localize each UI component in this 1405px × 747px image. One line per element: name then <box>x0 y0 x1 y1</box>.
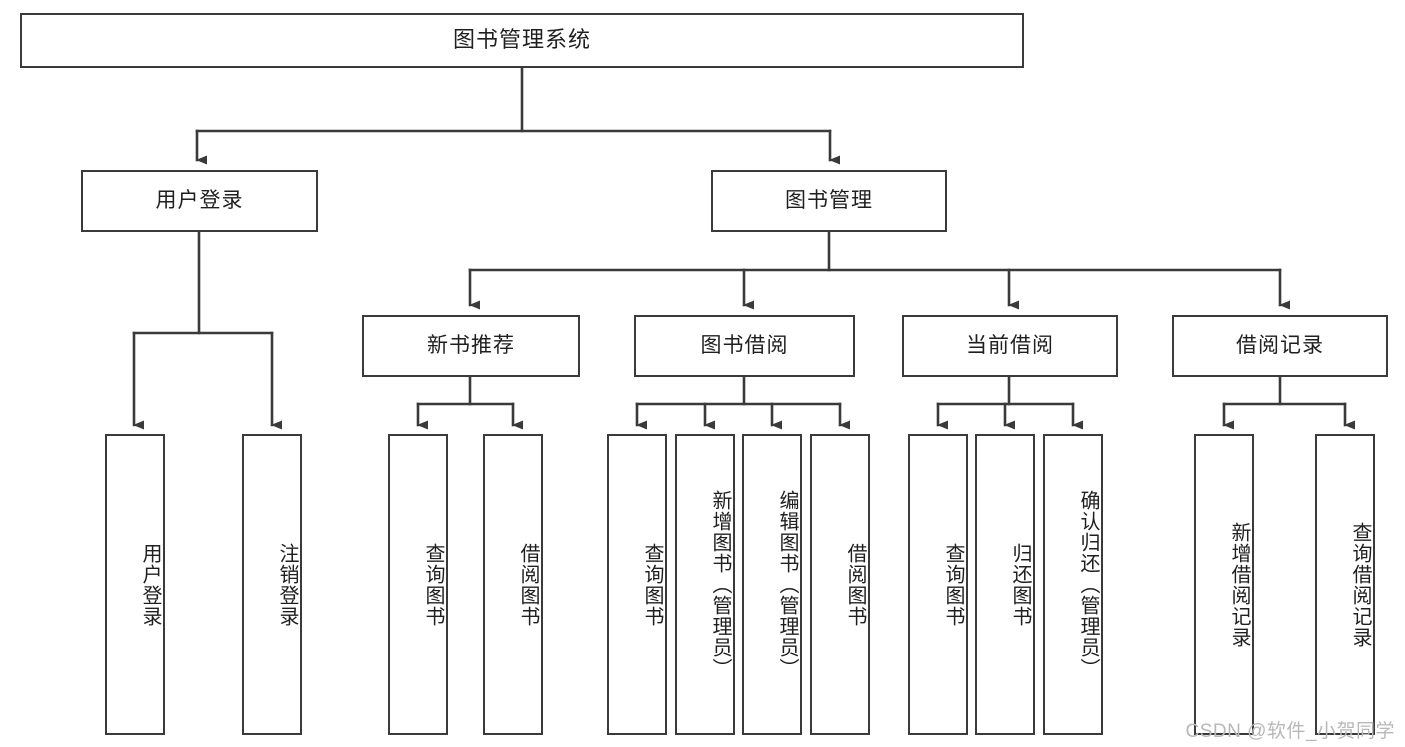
node-book-management[interactable]: 图书管理 <box>711 170 947 232</box>
node-user-login-label: 用户登录 <box>155 189 244 213</box>
node-leaf-query-record-label: 查询借阅记录 <box>1349 521 1371 648</box>
node-leaf-user-login-label: 用户登录 <box>139 542 161 627</box>
node-book-borrow[interactable]: 图书借阅 <box>634 315 855 377</box>
node-leaf-query-book-3[interactable]: 查询图书 <box>908 434 968 735</box>
node-book-borrow-label: 图书借阅 <box>700 334 789 358</box>
node-new-book-recommend-label: 新书推荐 <box>427 334 515 358</box>
node-leaf-query-book-2[interactable]: 查询图书 <box>607 434 667 735</box>
node-new-book-recommend[interactable]: 新书推荐 <box>362 315 580 377</box>
node-leaf-borrow-book-2[interactable]: 借阅图书 <box>810 434 870 735</box>
node-leaf-confirm-return[interactable]: 确认归还（管理员） <box>1043 434 1103 735</box>
node-user-login[interactable]: 用户登录 <box>81 170 318 232</box>
node-leaf-add-book-label: 新增图书（管理员） <box>709 490 731 679</box>
node-current-borrow[interactable]: 当前借阅 <box>902 315 1118 377</box>
node-leaf-add-record[interactable]: 新增借阅记录 <box>1194 434 1254 735</box>
node-borrow-record-label: 借阅记录 <box>1236 334 1324 358</box>
node-leaf-confirm-return-label: 确认归还（管理员） <box>1077 490 1099 679</box>
node-leaf-edit-book[interactable]: 编辑图书（管理员） <box>742 434 802 735</box>
node-leaf-add-book[interactable]: 新增图书（管理员） <box>675 434 735 735</box>
node-root[interactable]: 图书管理系统 <box>20 13 1024 68</box>
watermark-text: CSDN @软件_小贺同学 <box>1185 721 1395 742</box>
node-root-label: 图书管理系统 <box>452 27 591 53</box>
node-leaf-add-record-label: 新增借阅记录 <box>1228 521 1250 648</box>
node-leaf-query-book-3-label: 查询图书 <box>942 542 964 627</box>
node-leaf-user-login[interactable]: 用户登录 <box>105 434 165 735</box>
node-leaf-query-book-2-label: 查询图书 <box>641 542 663 627</box>
node-leaf-return-book[interactable]: 归还图书 <box>975 434 1035 735</box>
node-leaf-query-record[interactable]: 查询借阅记录 <box>1315 434 1375 735</box>
node-leaf-query-book-1[interactable]: 查询图书 <box>388 434 448 735</box>
node-leaf-logout-label: 注销登录 <box>276 542 298 627</box>
node-borrow-record[interactable]: 借阅记录 <box>1172 315 1388 377</box>
node-leaf-borrow-book-1-label: 借阅图书 <box>517 542 539 627</box>
node-leaf-query-book-1-label: 查询图书 <box>422 542 444 627</box>
node-leaf-borrow-book-1[interactable]: 借阅图书 <box>483 434 543 735</box>
node-leaf-borrow-book-2-label: 借阅图书 <box>844 542 866 627</box>
node-leaf-edit-book-label: 编辑图书（管理员） <box>776 490 798 679</box>
node-book-management-label: 图书管理 <box>785 189 873 213</box>
node-current-borrow-label: 当前借阅 <box>966 334 1054 358</box>
node-leaf-return-book-label: 归还图书 <box>1009 542 1031 627</box>
node-leaf-logout[interactable]: 注销登录 <box>242 434 302 735</box>
